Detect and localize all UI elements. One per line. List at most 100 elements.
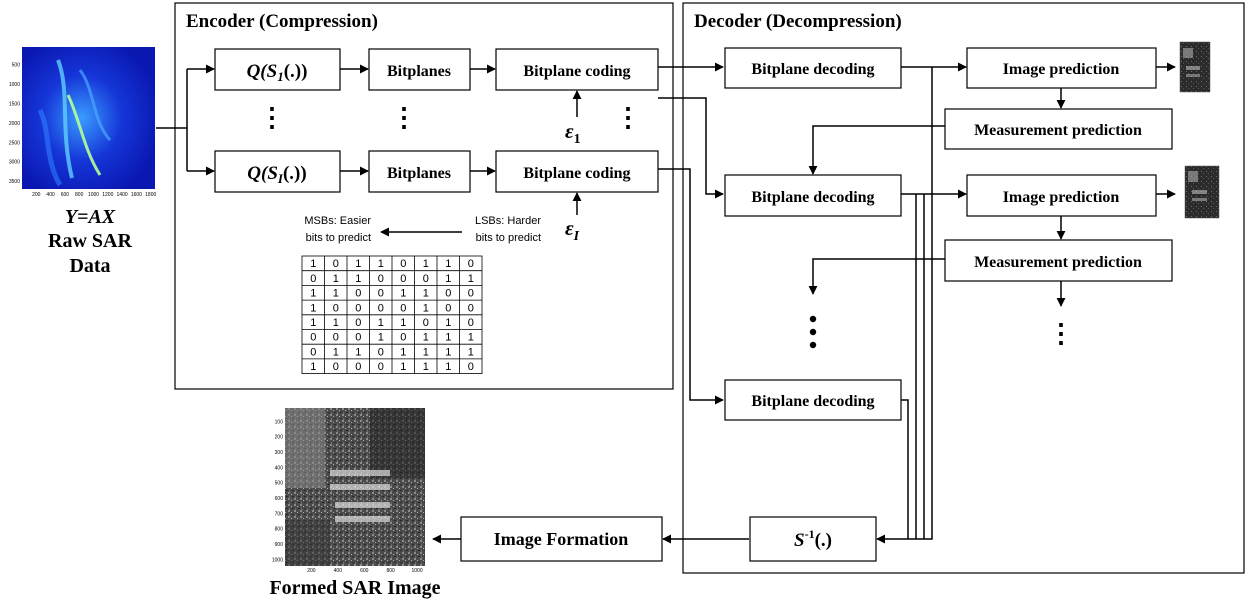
bit-cell: 0 bbox=[423, 273, 429, 285]
bit-cell: 0 bbox=[355, 317, 361, 329]
bit-cell: 1 bbox=[400, 346, 406, 358]
bit-cell: 0 bbox=[400, 302, 406, 314]
bit-cell: 1 bbox=[310, 258, 316, 270]
measurement-prediction-label-2: Measurement prediction bbox=[974, 254, 1142, 271]
bitplane-decoding-label-1: Bitplane decoding bbox=[751, 61, 874, 78]
measurement-prediction-box-1 bbox=[944, 108, 1173, 150]
predicted-image-thumbnail-1 bbox=[1179, 41, 1211, 93]
decoder-ellipsis: ⋮ bbox=[1048, 319, 1074, 348]
decoder-panel bbox=[682, 2, 1245, 574]
bit-cell: 1 bbox=[400, 361, 406, 373]
bit-cell: 0 bbox=[333, 332, 339, 344]
bit-cell: 0 bbox=[400, 332, 406, 344]
measurement-prediction-label-1: Measurement prediction bbox=[974, 122, 1142, 139]
bit-cell: 0 bbox=[355, 332, 361, 344]
axis-tick-label: 200 bbox=[32, 192, 41, 198]
axis-tick-label: 600 bbox=[61, 192, 70, 198]
bit-cell: 0 bbox=[400, 273, 406, 285]
bit-cell: 0 bbox=[378, 346, 384, 358]
bitplane-decoding-label-3: Bitplane decoding bbox=[751, 393, 874, 410]
bit-cell: 1 bbox=[423, 288, 429, 300]
bitplanes-label-i: Bitplanes bbox=[387, 165, 451, 182]
axis-tick-label: 1500 bbox=[9, 101, 20, 107]
input-connector bbox=[156, 64, 215, 176]
bit-cell: 0 bbox=[445, 288, 451, 300]
decoder-dot-1 bbox=[809, 315, 817, 323]
bit-cell: 1 bbox=[445, 258, 451, 270]
raw-data-equation: Y=AX bbox=[65, 206, 116, 228]
axis-tick-label: 900 bbox=[275, 542, 284, 548]
quantizer-label-1: Q(S1(.)) bbox=[247, 61, 308, 84]
bit-cell: 1 bbox=[310, 288, 316, 300]
bit-cell: 0 bbox=[355, 288, 361, 300]
bit-cell: 1 bbox=[423, 302, 429, 314]
bit-cell: 0 bbox=[468, 258, 474, 270]
bit-cell: 1 bbox=[423, 258, 429, 270]
bitplanes-label-1: Bitplanes bbox=[387, 63, 451, 80]
bit-cell: 1 bbox=[445, 361, 451, 373]
axis-tick-label: 100 bbox=[275, 419, 284, 425]
bit-cell: 1 bbox=[355, 273, 361, 285]
bit-cell: 1 bbox=[378, 332, 384, 344]
bitplane-decoding-box-1 bbox=[724, 47, 902, 89]
encoder-panel bbox=[174, 2, 674, 390]
bit-cell: 1 bbox=[333, 346, 339, 358]
inverse-transform-box bbox=[749, 516, 877, 562]
bit-cell: 1 bbox=[445, 273, 451, 285]
encoder-ellipsis-3: ⋮ bbox=[615, 103, 641, 132]
bit-cell: 1 bbox=[423, 346, 429, 358]
bit-cell: 0 bbox=[423, 317, 429, 329]
formed-image-label: Formed SAR Image bbox=[269, 577, 440, 599]
bit-cell: 1 bbox=[445, 317, 451, 329]
decoder-dot-2 bbox=[809, 328, 817, 336]
bitplane-coding-box-i bbox=[495, 150, 659, 193]
bit-cell: 1 bbox=[333, 317, 339, 329]
epsilon-1-label: ε1 bbox=[565, 119, 581, 147]
axis-tick-label: 1000 bbox=[88, 192, 99, 198]
bit-cell: 1 bbox=[378, 258, 384, 270]
bit-cell: 1 bbox=[310, 302, 316, 314]
axis-tick-label: 400 bbox=[275, 465, 284, 471]
axis-tick-label: 2000 bbox=[9, 121, 20, 127]
quantizer-label-i: Q(SI(.)) bbox=[247, 163, 306, 186]
axis-tick-label: 200 bbox=[275, 435, 284, 441]
bit-cell: 0 bbox=[400, 258, 406, 270]
encoder-ellipsis-2: ⋮ bbox=[391, 103, 417, 132]
bit-cell: 1 bbox=[468, 332, 474, 344]
encoder-row1-arrows bbox=[340, 64, 582, 117]
quantizer-box-1 bbox=[214, 48, 341, 91]
bit-cell: 0 bbox=[378, 361, 384, 373]
axis-tick-label: 1400 bbox=[117, 192, 128, 198]
bit-cell: 1 bbox=[355, 258, 361, 270]
bit-cell: 0 bbox=[378, 288, 384, 300]
axis-tick-label: 2500 bbox=[9, 140, 20, 146]
bitplane-decoding-box-2 bbox=[724, 174, 902, 217]
bit-cell: 1 bbox=[355, 346, 361, 358]
encoder-decoder-connectors bbox=[658, 62, 724, 405]
axis-tick-label: 1000 bbox=[9, 82, 20, 88]
bit-cell: 1 bbox=[333, 273, 339, 285]
bit-cell: 1 bbox=[468, 273, 474, 285]
lsb-note-line1: LSBs: Harder bbox=[475, 215, 541, 227]
bitplane-decoding-label-2: Bitplane decoding bbox=[751, 189, 874, 206]
bit-cell: 1 bbox=[400, 288, 406, 300]
bit-cell: 1 bbox=[468, 346, 474, 358]
bit-cell: 1 bbox=[378, 317, 384, 329]
axis-tick-label: 600 bbox=[275, 496, 284, 502]
axis-tick-label: 3000 bbox=[9, 160, 20, 166]
inverse-transform-label: S-1(.) bbox=[794, 527, 832, 551]
image-prediction-box-1 bbox=[966, 47, 1157, 89]
encoder-rowI-arrows bbox=[340, 166, 582, 215]
predicted-image-thumbnail-2 bbox=[1184, 165, 1220, 219]
axis-tick-label: 700 bbox=[275, 511, 284, 517]
image-formation-box bbox=[460, 516, 663, 562]
encoder-title: Encoder (Compression) bbox=[186, 11, 378, 32]
raw-data-label-line2: Data bbox=[69, 255, 110, 277]
axis-tick-label: 800 bbox=[275, 527, 284, 533]
bit-cell: 1 bbox=[445, 332, 451, 344]
msb-note-line2: bits to predict bbox=[306, 232, 371, 244]
axis-tick-label: 600 bbox=[360, 568, 369, 574]
bit-cell: 0 bbox=[468, 317, 474, 329]
